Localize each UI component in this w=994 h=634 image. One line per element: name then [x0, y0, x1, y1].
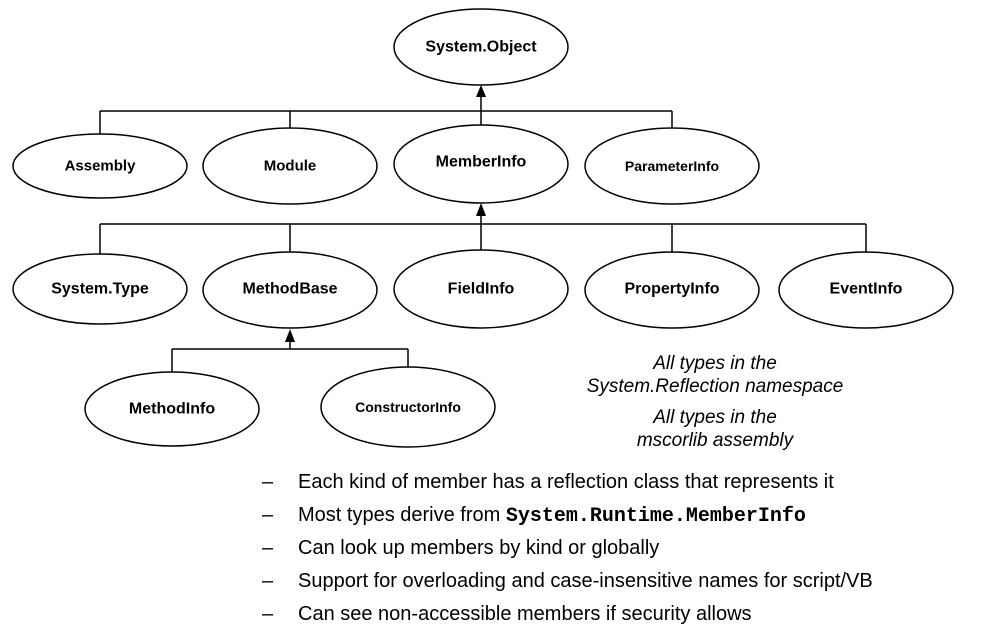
node-label-constructorinfo: ConstructorInfo — [355, 399, 461, 415]
node-memberinfo — [393, 124, 569, 204]
node-label-eventinfo: EventInfo — [830, 281, 903, 298]
bullet-item: – Most types derive from System.Runtime.M… — [262, 501, 873, 534]
node-assembly — [12, 133, 188, 199]
node-label-propertyinfo: PropertyInfo — [624, 281, 719, 298]
bullet-text: Most types derive from — [298, 504, 506, 526]
node-fieldinfo — [393, 249, 569, 329]
node-system-object — [393, 8, 569, 86]
node-label-system-object: System.Object — [425, 39, 537, 56]
dash-marker: – — [262, 570, 274, 592]
bullet-item: – Each kind of member has a reflection cl… — [262, 468, 873, 501]
bullet-item: – Can see non-accessible members if secur… — [262, 600, 873, 633]
node-label-fieldinfo: FieldInfo — [448, 281, 515, 298]
legend-line: System.Reflection namespace — [586, 376, 844, 397]
legend-line: mscorlib assembly — [636, 430, 794, 451]
node-methodinfo — [84, 371, 260, 447]
inheritance-arrowhead — [476, 85, 486, 97]
node-label-parameterinfo: ParameterInfo — [625, 158, 719, 174]
bullet-text: Each kind of member has a reflection cla… — [298, 471, 834, 493]
bullet-list: – Each kind of member has a reflection cl… — [262, 468, 873, 633]
legend-mscorlib-assembly: All types in the mscorlib assembly — [540, 406, 890, 452]
dash-marker: – — [262, 504, 274, 526]
bullet-text: Can see non-accessible members if securi… — [298, 603, 752, 625]
node-label-methodbase: MethodBase — [242, 281, 337, 298]
bullet-text: Can look up members by kind or globally — [298, 537, 660, 559]
dash-marker: – — [262, 471, 274, 493]
node-label-module: Module — [264, 158, 317, 175]
code-text: System.Runtime.MemberInfo — [505, 505, 806, 528]
node-label-system-type: System.Type — [51, 281, 149, 298]
bullet-item: – Support for overloading and case-insens… — [262, 567, 873, 600]
legend-reflection-namespace: All types in the System.Reflection names… — [540, 352, 890, 398]
node-module — [202, 127, 378, 205]
bullet-item: – Can look up members by kind or globally — [262, 534, 873, 567]
bullet-text: Support for overloading and case-insensi… — [298, 570, 873, 592]
legend-line: All types in the — [653, 353, 777, 374]
node-constructorinfo — [320, 366, 496, 448]
node-label-assembly: Assembly — [65, 158, 137, 175]
node-label-methodinfo: MethodInfo — [129, 401, 215, 418]
node-eventinfo — [778, 251, 954, 329]
inheritance-arrowhead — [476, 203, 486, 216]
dash-marker: – — [262, 537, 274, 559]
legend-line: All types in the — [653, 407, 777, 428]
node-propertyinfo — [584, 251, 760, 329]
node-label-memberinfo: MemberInfo — [436, 154, 527, 171]
inheritance-arrowhead — [285, 329, 295, 342]
class-hierarchy-diagram: System.Object Assembly Module MemberInfo… — [12, 8, 954, 448]
dash-marker: – — [262, 603, 274, 625]
node-parameterinfo — [584, 127, 760, 205]
node-system-type — [12, 253, 188, 325]
node-methodbase — [202, 251, 378, 329]
